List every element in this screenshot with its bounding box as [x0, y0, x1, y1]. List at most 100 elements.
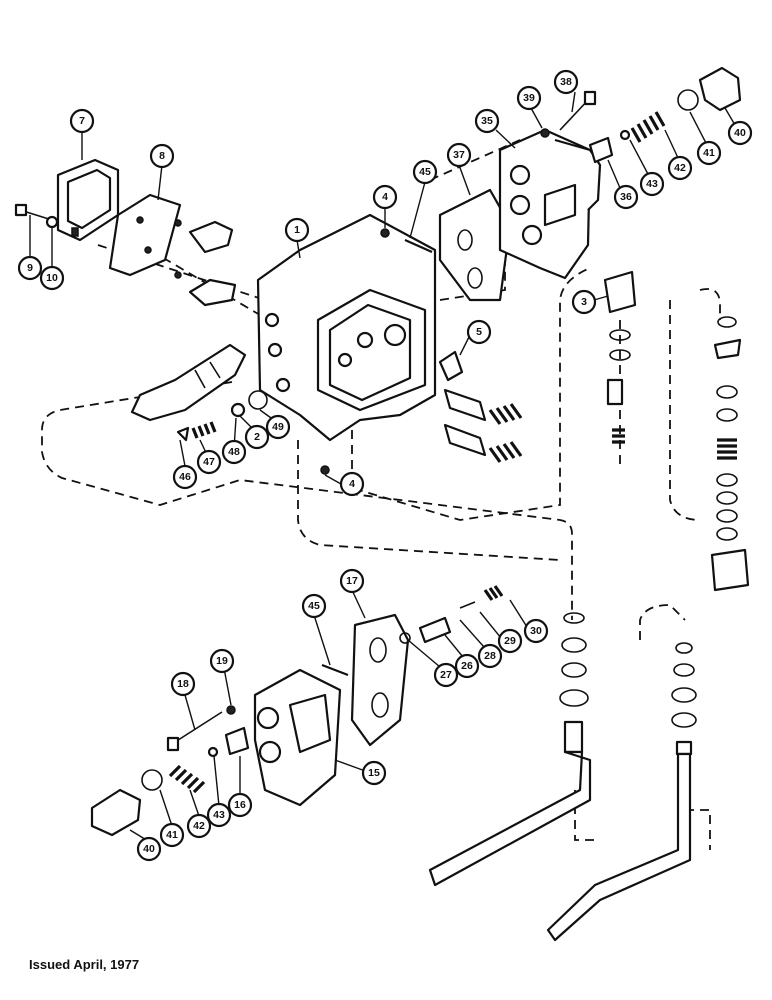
svg-text:15: 15 [368, 767, 380, 779]
svg-text:2: 2 [254, 431, 260, 443]
valve-parts-26-30 [399, 585, 504, 644]
relief-valve-upper [540, 66, 742, 164]
callout-36: 36 [613, 184, 639, 210]
svg-text:46: 46 [179, 471, 191, 483]
svg-text:18: 18 [177, 678, 189, 690]
lever-stack-left [428, 612, 592, 887]
svg-text:47: 47 [203, 456, 215, 468]
callout-3: 3 [571, 289, 597, 315]
washer-10 [45, 215, 59, 229]
relief-valve-lower [90, 705, 250, 837]
callout-4-lower: 4 [339, 471, 365, 497]
rocker-levers [174, 219, 237, 307]
callout-2: 2 [244, 424, 270, 450]
svg-text:9: 9 [27, 262, 33, 274]
svg-text:49: 49 [272, 421, 284, 433]
svg-text:4: 4 [382, 191, 388, 203]
svg-text:45: 45 [419, 166, 431, 178]
callout-45-lower: 45 [301, 593, 327, 619]
svg-text:19: 19 [216, 655, 228, 667]
issued-date-footer: Issued April, 1977 [29, 957, 140, 972]
callout-40-lower: 40 [136, 836, 162, 862]
svg-text:42: 42 [674, 162, 686, 174]
callout-43-lower: 43 [206, 802, 232, 828]
svg-text:30: 30 [530, 625, 542, 637]
callout-39: 39 [516, 85, 542, 111]
callout-19: 19 [209, 648, 235, 674]
callout-28: 28 [477, 643, 503, 669]
svg-text:27: 27 [440, 669, 452, 681]
callout-46: 46 [172, 464, 198, 490]
check-valves-right [443, 388, 523, 463]
svg-text:36: 36 [620, 191, 632, 203]
svg-text:40: 40 [734, 127, 746, 139]
valve-body-1 [256, 213, 437, 475]
svg-text:41: 41 [166, 829, 178, 841]
callout-27: 27 [433, 662, 459, 688]
callout-17: 17 [339, 568, 365, 594]
svg-text:43: 43 [213, 809, 225, 821]
svg-text:5: 5 [476, 326, 482, 338]
svg-text:26: 26 [461, 660, 473, 672]
callout-38: 38 [553, 69, 579, 95]
svg-text:1: 1 [294, 224, 300, 236]
callout-47: 47 [196, 449, 222, 475]
callout-45-upper: 45 [412, 159, 438, 185]
cover-35 [498, 128, 602, 280]
svg-text:28: 28 [484, 650, 496, 662]
callout-41-upper: 41 [696, 140, 722, 166]
svg-text:7: 7 [79, 115, 85, 127]
svg-text:39: 39 [523, 92, 535, 104]
callout-48: 48 [221, 439, 247, 465]
valve-stack-3 [603, 270, 637, 444]
svg-text:40: 40 [143, 843, 155, 855]
callout-35: 35 [474, 108, 500, 134]
callout-43-upper: 43 [639, 171, 665, 197]
svg-text:45: 45 [308, 600, 320, 612]
svg-text:38: 38 [560, 76, 572, 88]
svg-text:48: 48 [228, 446, 240, 458]
callout-16: 16 [227, 792, 253, 818]
svg-text:3: 3 [581, 296, 587, 308]
callout-7: 7 [69, 108, 95, 134]
svg-text:43: 43 [646, 178, 658, 190]
gasket-37 [438, 188, 512, 302]
pin-45-upper [404, 238, 433, 254]
callout-5: 5 [466, 319, 492, 345]
o-ring-stack-right [710, 316, 750, 592]
callout-10: 10 [39, 265, 65, 291]
callout-37: 37 [446, 142, 472, 168]
pin-45-lower [321, 663, 349, 677]
callout-42-lower: 42 [186, 813, 212, 839]
callout-26: 26 [454, 653, 480, 679]
gasket-17 [350, 613, 410, 747]
svg-text:10: 10 [46, 272, 58, 284]
bolt-9 [14, 203, 53, 221]
svg-text:42: 42 [193, 820, 205, 832]
callout-30: 30 [523, 618, 549, 644]
poppet-5 [438, 350, 464, 382]
callout-41-lower: 41 [159, 822, 185, 848]
callout-29: 29 [497, 628, 523, 654]
svg-text:8: 8 [159, 150, 165, 162]
gasket-8 [108, 193, 182, 277]
small-parts-46-49 [176, 390, 268, 442]
lever-stack-right [546, 642, 697, 942]
callout-49: 49 [265, 414, 291, 440]
svg-text:4: 4 [349, 478, 355, 490]
spool-assembly [130, 343, 247, 422]
svg-text:17: 17 [346, 575, 358, 587]
svg-text:37: 37 [453, 149, 465, 161]
callout-42-upper: 42 [667, 155, 693, 181]
callout-9: 9 [17, 255, 43, 281]
callout-4-upper: 4 [372, 184, 398, 210]
svg-text:35: 35 [481, 115, 493, 127]
callout-15: 15 [361, 760, 387, 786]
svg-text:29: 29 [504, 635, 516, 647]
cover-7 [56, 158, 120, 242]
callout-40-upper: 40 [727, 120, 753, 146]
callout-1: 1 [284, 217, 310, 243]
svg-text:41: 41 [703, 147, 715, 159]
cover-15 [253, 668, 342, 807]
